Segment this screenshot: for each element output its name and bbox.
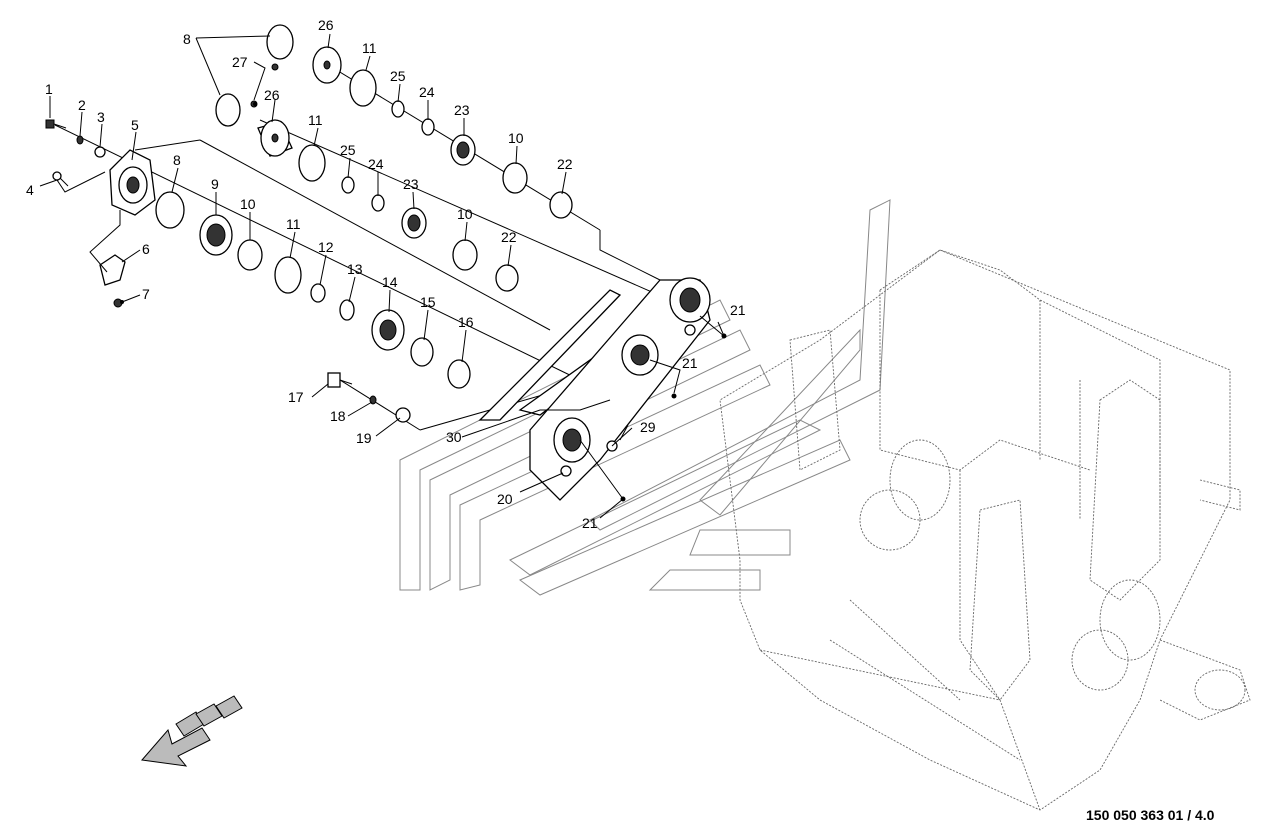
callout-8-top: 8 (183, 31, 191, 47)
callout-21-top: 21 (730, 302, 746, 318)
part-26-sleeve-top (312, 46, 342, 84)
part-11-oring-lower (274, 256, 302, 294)
part-23-bearing-top (450, 134, 476, 166)
part-24-ring-top (421, 118, 435, 136)
callout-27: 27 (232, 54, 248, 70)
callout-24-mid: 24 (368, 156, 384, 172)
callout-14: 14 (382, 274, 398, 290)
callout-8-lower: 8 (173, 152, 181, 168)
callout-9: 9 (211, 176, 219, 192)
callout-11-mid: 11 (308, 112, 323, 128)
callout-4: 4 (26, 182, 34, 198)
part-26-sleeve-mid (257, 119, 293, 157)
part-11-oring-top (349, 69, 377, 107)
callout-10-top: 10 (508, 130, 524, 146)
part-2-washer (76, 135, 84, 145)
part-4-screw (52, 171, 69, 187)
part-17-bolt (327, 372, 353, 388)
machine-frame (719, 249, 1251, 811)
callout-16: 16 (458, 314, 474, 330)
callout-labels: 1 2 3 4 5 6 7 8 8 9 10 10 10 11 11 11 12… (26, 17, 746, 531)
part-11-oring-mid (298, 144, 326, 182)
part-24-ring-mid (371, 194, 385, 212)
part-8-circlip-mid (215, 93, 241, 127)
callout-10-lower: 10 (240, 196, 256, 212)
callout-26-mid: 26 (264, 87, 280, 103)
callout-7: 7 (142, 286, 150, 302)
callout-23-top: 23 (454, 102, 470, 118)
part-10-washer-top (502, 162, 528, 194)
callout-22-mid: 22 (501, 229, 517, 245)
callout-25-mid: 25 (340, 142, 356, 158)
part-3-washer (94, 146, 106, 158)
callout-17: 17 (288, 389, 304, 405)
callout-21-mid: 21 (682, 355, 698, 371)
callout-20: 20 (497, 491, 513, 507)
callout-2: 2 (78, 97, 86, 113)
direction-arrow-icon (141, 695, 243, 767)
part-10-washer-mid (452, 239, 478, 271)
part-8-circlip-top (266, 24, 294, 60)
part-22-ring-mid (495, 264, 519, 292)
part-21-housing-assembly (529, 277, 711, 501)
callout-29: 29 (640, 419, 656, 435)
callout-15: 15 (420, 294, 436, 310)
callout-19: 19 (356, 430, 372, 446)
callout-3: 3 (97, 109, 105, 125)
part-9-bearing (199, 214, 233, 256)
part-25-ring-top (391, 100, 405, 118)
part-16-ring (447, 359, 471, 389)
part-13-ring (339, 299, 355, 321)
part-14-bearing (371, 309, 405, 351)
part-12-ring (310, 283, 326, 303)
callout-23-mid: 23 (403, 176, 419, 192)
callout-18: 18 (330, 408, 346, 424)
callout-26-top: 26 (318, 17, 334, 33)
callout-10-mid: 10 (457, 206, 473, 222)
callout-24-top: 24 (419, 84, 435, 100)
callout-6: 6 (142, 241, 150, 257)
part-10-washer-lower (237, 239, 263, 271)
leader-dots (120, 102, 727, 502)
part-6-bracket (99, 254, 126, 286)
part-25-ring-mid (341, 176, 355, 194)
callout-30: 30 (446, 429, 462, 445)
callout-11-lower: 11 (286, 216, 301, 232)
callout-22-top: 22 (557, 156, 573, 172)
callout-12: 12 (318, 239, 334, 255)
part-8-circlip-lower (155, 191, 185, 229)
part-27-pin-a (271, 63, 279, 71)
callout-25-top: 25 (390, 68, 406, 84)
part-15-ring (410, 337, 434, 367)
part-1-screw (45, 119, 67, 129)
callout-1: 1 (45, 81, 53, 97)
callout-13: 13 (347, 261, 363, 277)
callout-21-bottom: 21 (582, 515, 598, 531)
part-22-ring-top (549, 191, 573, 219)
parts (45, 24, 711, 501)
document-number: 150 050 363 01 / 4.0 (1086, 807, 1215, 823)
callout-5: 5 (131, 117, 139, 133)
part-5-flange-housing (109, 149, 156, 216)
callout-11-top: 11 (362, 40, 377, 56)
part-23-bearing-mid (401, 207, 427, 239)
